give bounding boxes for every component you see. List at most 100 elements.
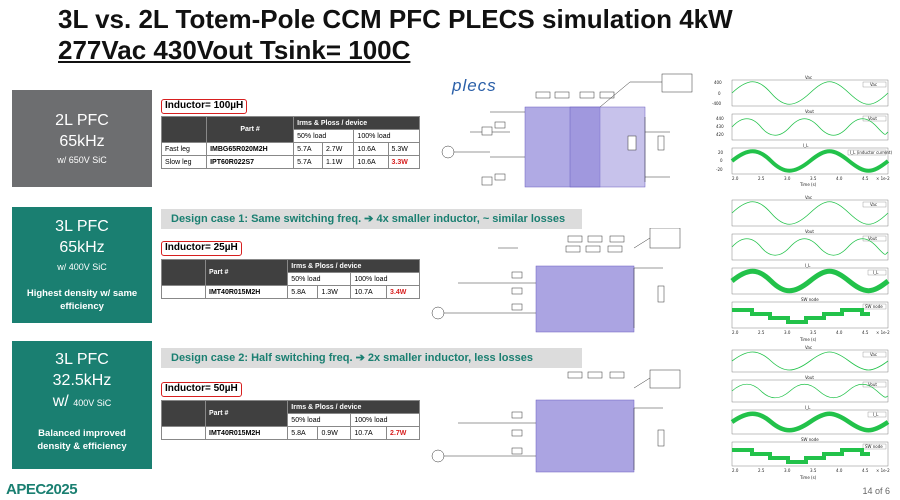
legend-vac: Vac [870,352,877,357]
table-row: Slow leg IPT60R022S7 5.7A 1.1W 10.6A 3.3… [160,155,420,169]
x-tick: 4.0 [836,176,843,181]
x-axis-label: Time (s) [799,337,817,342]
x-tick: × 1e-2 [876,330,890,335]
part-cell: IMBG65R020M2H [206,142,295,156]
table-header-irms: Irms & Ploss / device [287,259,420,273]
leg-cell: Fast leg [160,142,208,156]
loss-table-case1: Part # Irms & Ploss / device 50% load 10… [161,259,420,299]
x-tick: × 1e-2 [876,176,890,181]
schematic-2l [441,73,693,188]
legend-il: I_L [873,412,879,417]
table-header-part: Part # [206,116,295,143]
leg-cell [161,426,206,440]
irms-50-cell: 5.7A [293,155,323,169]
legend-il: I_L (inductor current) [850,150,893,155]
x-tick: 2.0 [732,468,739,473]
side-freq: 65kHz [59,239,105,256]
x-tick: 3.5 [810,176,817,181]
side-title: 2L PFC [55,112,109,129]
switch-block-highlight [535,399,635,473]
side-box-3l-pfc-65k: 3L PFC 65kHz w/ 400V SiC Highest density… [12,207,152,323]
side-box-2l-pfc: 2L PFC 65kHz w/ 650V SiC [12,90,152,187]
ploss-50-cell: 1.1W [321,155,355,169]
legend-il: I_L [873,270,879,275]
svg-text:-400: -400 [712,101,722,106]
table-row: IMT40R015M2H 5.8A 1.3W 10.7A 3.4W [161,285,420,299]
plot-title-vac: Vac [805,75,812,80]
x-tick: 4.5 [862,176,869,181]
table-header-part: Part # [204,400,289,427]
side-note: Balanced improved density & efficiency [37,428,127,452]
x-tick: 2.5 [758,176,765,181]
side-device: w/ 400V SiC [57,262,107,272]
ploss-50-cell: 0.9W [317,426,352,440]
table-header-100: 100% load [350,272,420,286]
ploss-100-cell: 3.4W [386,285,420,299]
side-title: 3L PFC [55,351,109,368]
svg-text:430: 430 [716,124,724,129]
plot-title-sw: SW node [801,297,819,302]
irms-100-cell: 10.6A [353,155,389,169]
plot-title-il: I_L [805,405,811,410]
legend-vac: Vac [870,82,877,87]
plot-title-vout: Vout [805,109,814,114]
plot-title-vac: Vac [805,195,812,200]
legend-vout: Vout [868,116,877,121]
ploss-100-cell: 2.7W [386,426,420,440]
table-row: IMT40R015M2H 5.8A 0.9W 10.7A 2.7W [161,426,420,440]
side-freq: 32.5kHz [52,372,112,389]
plot-title-vac: Vac [805,345,812,350]
leg-cell: Slow leg [160,155,208,169]
ploss-100-cell: 5.3W [387,142,420,156]
ploss-50-cell: 1.3W [317,285,352,299]
x-tick: 2.0 [732,176,739,181]
table-header-leg [161,400,206,427]
ploss-50-cell: 2.7W [321,142,355,156]
legend-sw: SW node [865,304,883,309]
title-line-1: 3L vs. 2L Totem-Pole CCM PFC PLECS simul… [58,4,733,34]
waveforms-3l-case2: Vac Vac Vout Vout I_L I_L SW node SW nod… [730,345,890,480]
plecs-logo: plecs [452,76,497,95]
side-freq: 65kHz [59,133,105,150]
waveforms-2l: Vac Vac 400 0 -400 Vout Vout 440 430 420… [712,75,893,187]
slide-number: 14 of 6 [862,486,890,496]
design-case-1-banner: Design case 1: Same switching freq. ➔ 4x… [161,209,582,229]
table-row: Fast leg IMBG65R020M2H 5.7A 2.7W 10.6A 5… [160,142,420,156]
irms-50-cell: 5.8A [287,285,319,299]
legend-sw: SW node [865,444,883,449]
ploss-100-cell: 3.3W [387,155,420,169]
loss-table-case2: Part # Irms & Ploss / device 50% load 10… [161,400,420,440]
slide-title: 3L vs. 2L Totem-Pole CCM PFC PLECS simul… [58,4,878,66]
plot-title-sw: SW node [801,437,819,442]
legend-vac: Vac [870,202,877,207]
x-axis-label: Time (s) [799,475,817,480]
table-header-leg [160,116,208,143]
svg-text:-20: -20 [716,167,723,172]
plot-title-il: I_L [803,143,809,148]
x-tick: 3.5 [810,468,817,473]
design-case-2-banner: Design case 2: Half switching freq. ➔ 2x… [161,348,582,368]
legend-vout: Vout [868,236,877,241]
x-tick: 4.0 [836,468,843,473]
part-cell: IPT60R022S7 [206,155,295,169]
table-header-100: 100% load [350,413,420,427]
schematic-3l-case2 [431,369,681,473]
x-tick: 3.0 [784,330,791,335]
table-header-100: 100% load [353,129,420,143]
x-tick: 3.0 [784,176,791,181]
side-device-text: 400V SiC [73,398,112,408]
x-tick: 2.5 [758,330,765,335]
x-axis-label: Time (s) [799,182,817,187]
svg-text:0: 0 [720,158,723,163]
table-header-50: 50% load [293,129,355,143]
loss-table-2l: Part # Irms & Ploss / device 50% load 10… [160,116,420,169]
inductor-label-case1: Inductor= 25µH [161,241,242,256]
x-tick: 2.0 [732,330,739,335]
table-header-50: 50% load [287,272,352,286]
table-header-part: Part # [204,259,289,286]
part-cell: IMT40R015M2H [204,426,289,440]
switch-block-highlight [535,265,635,333]
plot-title-vout: Vout [805,375,814,380]
side-box-3l-pfc-32k: 3L PFC 32.5kHz w/ 400V SiC Balanced impr… [12,341,152,469]
x-tick: 4.0 [836,330,843,335]
